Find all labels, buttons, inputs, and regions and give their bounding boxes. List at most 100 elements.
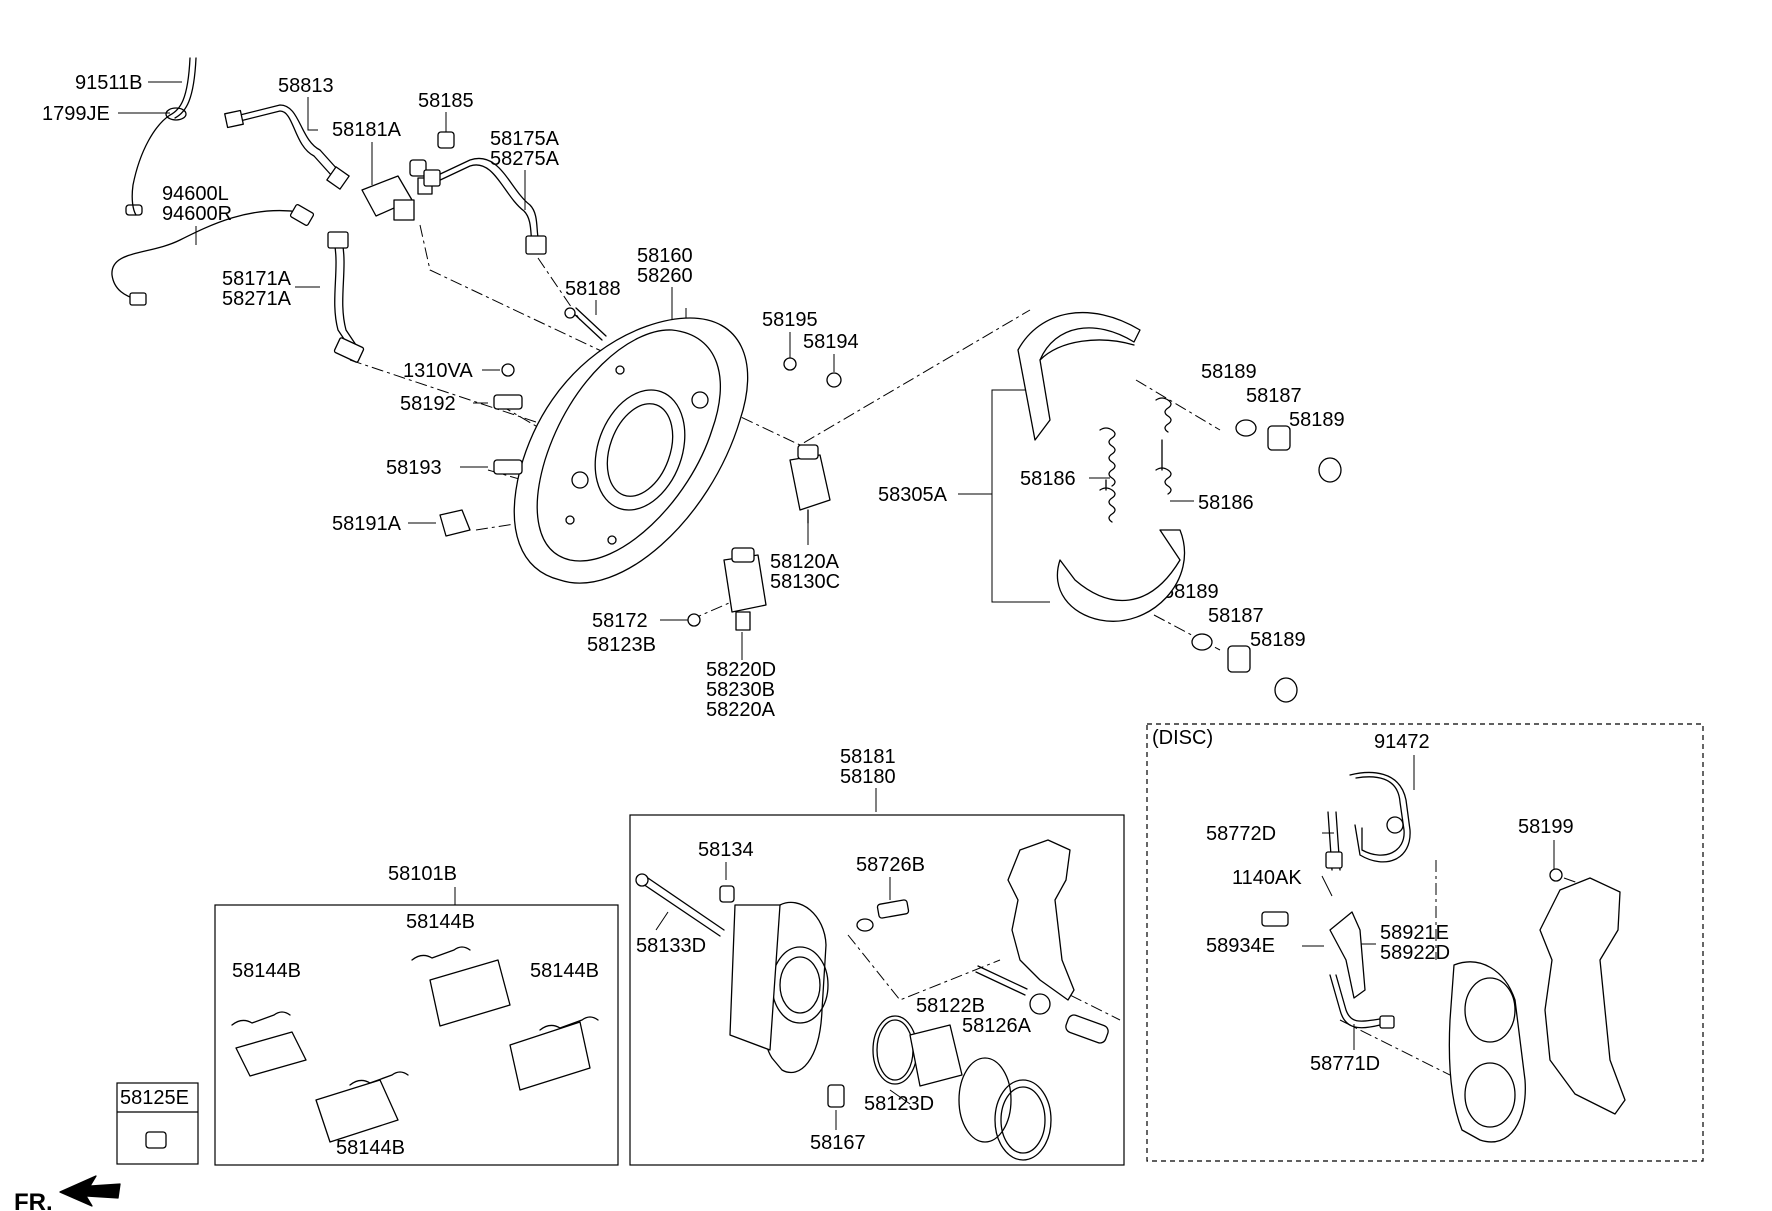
pin-58188 (564, 307, 607, 341)
label-58199: 58199 (1518, 816, 1574, 838)
label-58144B-b: 58144B (232, 960, 301, 982)
front-direction-arrow (59, 1175, 121, 1207)
label-91511B: 91511B (75, 72, 142, 94)
label-94600L: 94600L (162, 183, 229, 205)
return-springs-58186 (1099, 397, 1172, 523)
label-58230B: 58230B (706, 679, 775, 701)
label-58186-b: 58186 (1198, 492, 1254, 514)
label-58125E: 58125E (120, 1087, 189, 1109)
label-58305A: 58305A (878, 484, 948, 506)
label-58195: 58195 (762, 309, 818, 331)
bolt-58125E-box (116, 1082, 199, 1165)
disc-section-box (1146, 723, 1704, 1162)
label-58144B-a: 58144B (406, 911, 475, 933)
disc-caliper-body (1448, 961, 1526, 1143)
label-58194: 58194 (803, 331, 859, 353)
label-58189-a: 58189 (1201, 361, 1257, 383)
label-58260: 58260 (637, 265, 693, 287)
label-58192: 58192 (400, 393, 456, 415)
part-labels: 91511B 1799JE 58813 58185 58181A 58175A … (14, 72, 1574, 1211)
label-58187-a: 58187 (1246, 385, 1302, 407)
label-1799JE: 1799JE (42, 103, 110, 125)
label-58188: 58188 (565, 278, 621, 300)
wheel-cylinder-58120A (789, 444, 831, 524)
brake-shoe-upper (1017, 311, 1141, 441)
label-58123D: 58123D (864, 1093, 934, 1115)
disc-caliper-bracket (1539, 868, 1626, 1115)
label-58934E: 58934E (1206, 935, 1275, 957)
label-58922D: 58922D (1380, 942, 1450, 964)
sensor-cable-94600 (111, 204, 315, 306)
bolt-58125E (145, 1131, 167, 1149)
label-58134: 58134 (698, 839, 754, 861)
small-caliper-parts (719, 885, 910, 1108)
label-58187-b: 58187 (1208, 605, 1264, 627)
hose-58772D (1325, 811, 1343, 871)
hold-down-kits (1191, 419, 1342, 703)
label-91472: 91472 (1374, 731, 1430, 753)
guide-bolt-and-boot (975, 965, 1109, 1044)
brake-hose-58813 (224, 104, 350, 190)
label-58193: 58193 (386, 457, 442, 479)
pad-kit-box (214, 904, 619, 1166)
label-58126A: 58126A (962, 1015, 1032, 1037)
caliper-assembly-box (629, 814, 1125, 1166)
leader-lines (118, 81, 1555, 1130)
label-58120A: 58120A (770, 551, 840, 573)
label-disc: (DISC) (1152, 727, 1213, 749)
label-1140AK: 1140AK (1232, 867, 1302, 889)
brake-pipe-58175A (423, 157, 547, 255)
label-58220A: 58220A (706, 699, 776, 721)
label-58185: 58185 (418, 90, 474, 112)
label-58180: 58180 (840, 766, 896, 788)
label-58189-c: 58189 (1163, 581, 1219, 603)
label-94600R: 94600R (162, 203, 232, 225)
label-58122B: 58122B (916, 995, 985, 1017)
pipe-58771D (1329, 974, 1395, 1029)
label-58186-a: 58186 (1020, 468, 1076, 490)
pads (235, 959, 591, 1143)
label-58726B: 58726B (856, 854, 925, 876)
label-58189-d: 58189 (1250, 629, 1306, 651)
label-58160: 58160 (637, 245, 693, 267)
brake-shoe-lower (1056, 529, 1186, 622)
label-front: FR. (14, 1189, 53, 1211)
label-58133D: 58133D (636, 935, 706, 957)
piston-seals (872, 1015, 1052, 1161)
label-58921E: 58921E (1380, 922, 1449, 944)
anti-rattle-springs (231, 946, 599, 1086)
label-58771D: 58771D (1310, 1053, 1380, 1075)
label-58175A: 58175A (490, 128, 560, 150)
bleeder-cap-58185 (437, 131, 455, 149)
label-58172: 58172 (592, 610, 648, 632)
caliper-mount-bracket (1007, 839, 1075, 1001)
label-58220D: 58220D (706, 659, 776, 681)
brake-hose-91472 (1349, 771, 1411, 863)
wheel-cylinder-58220D (723, 547, 767, 631)
label-1310VA: 1310VA (403, 360, 473, 382)
label-58189-b: 58189 (1289, 409, 1345, 431)
label-58181A: 58181A (332, 119, 402, 141)
bolt-1140AK (1261, 911, 1289, 927)
guide-pin-58133D (635, 873, 725, 937)
label-58275A: 58275A (490, 148, 560, 170)
label-58167: 58167 (810, 1132, 866, 1154)
label-58144B-d: 58144B (336, 1137, 405, 1159)
backing-plate-58160 (513, 317, 749, 584)
small-fasteners (439, 357, 842, 627)
label-58101B: 58101B (388, 863, 457, 885)
label-58271A: 58271A (222, 288, 292, 310)
label-58772D: 58772D (1206, 823, 1276, 845)
label-58191A: 58191A (332, 513, 402, 535)
label-58130C: 58130C (770, 571, 840, 593)
label-58123B: 58123B (587, 634, 656, 656)
caliper-body (729, 901, 829, 1074)
three-way-connector-58181A (361, 159, 433, 221)
label-58181: 58181 (840, 746, 896, 768)
brake-hose-58171A (327, 231, 365, 363)
label-58813: 58813 (278, 75, 334, 97)
label-58171A: 58171A (222, 268, 292, 290)
label-58144B-c: 58144B (530, 960, 599, 982)
bracket-58921E (1329, 911, 1366, 999)
